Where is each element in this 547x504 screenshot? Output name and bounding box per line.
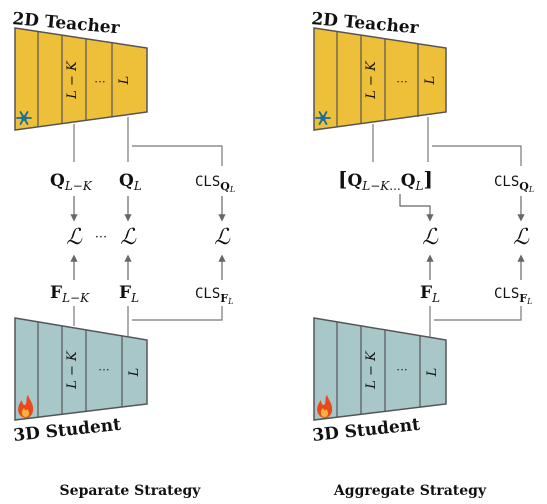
student-layer-label-l-right: L — [425, 368, 440, 378]
layer-label-l-right: L — [423, 76, 438, 86]
cls-f-label-right: CLSFL — [494, 286, 532, 306]
snowflake-icon — [315, 111, 331, 125]
separate-strategy-panel: L − K ··· L 2D Teacher QL−K QL CLSQL ℒ ·… — [12, 9, 236, 446]
layer-label-lk-right: L − K — [364, 60, 379, 100]
student-layer-label-dots: ··· — [98, 363, 109, 377]
q-l-minus-k-label: QL−K — [50, 171, 93, 193]
fire-icon — [18, 395, 34, 418]
loss-dots: ··· — [95, 230, 107, 245]
teacher-encoder: L − K ··· L — [14, 27, 148, 131]
loss-aggregate: ℒ — [422, 225, 439, 250]
student-trapezoid-right — [313, 317, 447, 421]
separate-strategy-caption: Separate Strategy — [59, 483, 201, 499]
layer-label-l: L — [117, 76, 132, 86]
cls-f-label: CLSFL — [195, 286, 233, 306]
f-l-label: FL — [119, 283, 139, 305]
student-encoder: L − K ··· L — [14, 317, 148, 421]
student-layer-label-dots-right: ··· — [396, 363, 407, 377]
student-title-right: 3D Student — [311, 415, 421, 446]
teacher-trapezoid-right — [313, 27, 447, 131]
loss-cls-right: ℒ — [513, 225, 530, 250]
student-encoder-right: L − K ··· L — [313, 317, 447, 421]
f-l-label-right: FL — [420, 283, 440, 305]
cls-q-label: CLSQL — [195, 174, 235, 194]
student-layer-label-l: L — [127, 368, 142, 378]
student-title: 3D Student — [12, 415, 122, 446]
student-layer-label-lk-right: L − K — [364, 350, 379, 390]
layer-label-lk: L − K — [65, 60, 80, 100]
aggregate-q-label: [QL−K...QL] — [338, 167, 433, 193]
student-trapezoid — [14, 317, 148, 421]
layer-label-dots: ··· — [94, 75, 105, 89]
loss-1: ℒ — [66, 225, 83, 250]
aggregate-strategy-caption: Aggregate Strategy — [333, 483, 487, 499]
teacher-trapezoid — [14, 27, 148, 131]
loss-3: ℒ — [214, 225, 231, 250]
f-l-minus-k-label: FL−K — [50, 283, 90, 305]
q-l-label: QL — [119, 171, 142, 193]
aggregate-strategy-panel: L − K ··· L 2D Teacher [QL−K...QL] CLSQL… — [311, 9, 535, 446]
teacher-encoder-right: L − K ··· L — [313, 27, 447, 131]
student-layer-label-lk: L − K — [65, 350, 80, 390]
layer-label-dots-right: ··· — [396, 75, 407, 89]
snowflake-icon — [16, 111, 32, 125]
loss-2: ℒ — [120, 225, 137, 250]
cls-q-label-right: CLSQL — [494, 174, 534, 194]
fire-icon — [317, 395, 333, 418]
